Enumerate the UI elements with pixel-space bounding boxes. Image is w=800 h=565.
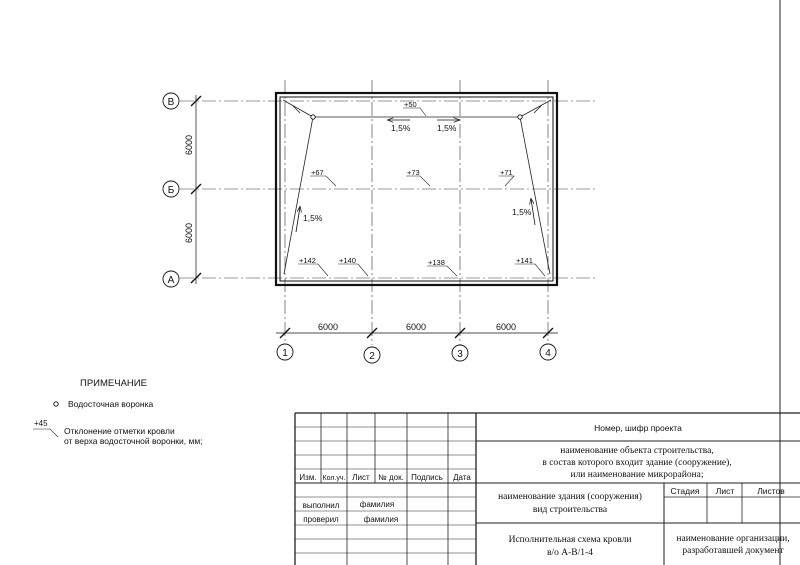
axis-label: 2 (369, 351, 375, 362)
dimension-tick (542, 327, 554, 339)
axis-label: 1 (282, 348, 288, 359)
axis-bubble-1 (276, 343, 294, 361)
horizontal-dimension (276, 327, 558, 339)
header-cell: Дата (453, 473, 471, 482)
dimension-tick (190, 272, 202, 284)
object-name-line2: в состав которого входит здание (сооруже… (542, 457, 731, 468)
column-span-label: 6000 (318, 322, 338, 332)
elevation-label: +73 (407, 168, 420, 177)
performed-label: выполнил (303, 501, 340, 510)
funnel-icon (517, 114, 523, 120)
elevation-label: +71 (500, 168, 513, 177)
funnel-mark-left (292, 105, 301, 114)
slope-label: 1,5% (303, 213, 323, 223)
deviation-note-line2: от верха водосточной воронки, мм; (64, 436, 203, 446)
deviation-note-line1: Отклонение отметки кровли (64, 426, 175, 436)
vertical-dimension (190, 95, 202, 284)
leader-mid-center (406, 175, 431, 187)
deviation-leader (33, 428, 59, 438)
axis-label: 4 (545, 348, 551, 359)
dimension-tick (454, 327, 466, 339)
header-cell: Кол.уч. (323, 475, 346, 482)
slope-label: 1,5% (437, 123, 457, 133)
organization-line1: наименование организации, (676, 534, 789, 544)
leader-mid-right (499, 175, 515, 187)
row-span-label: 6000 (184, 223, 194, 243)
roof-slope-lines (282, 99, 552, 275)
elevation-label: +142 (299, 256, 316, 265)
leader-bottom-3 (427, 265, 458, 277)
valley-line-left (283, 116, 314, 275)
project-code: Номер, шифр проекта (594, 423, 682, 433)
header-cell: Изм. (299, 473, 316, 482)
slope-arrows (295, 120, 536, 233)
roof-outline-inner (279, 96, 554, 282)
leader-top-center (403, 107, 427, 117)
sheets-label: Листов (757, 486, 785, 496)
stage-label: Стадия (671, 486, 700, 496)
deviation-example: +45 (34, 419, 48, 428)
header-cell: Подпись (411, 473, 443, 482)
object-name-line3: или наименование микрорайона; (570, 469, 703, 480)
building-name-line2: вид строительства (533, 505, 608, 515)
axis-bubble-3 (451, 344, 469, 362)
valley-line-right (519, 116, 551, 275)
notes-heading: ПРИМЕЧАНИЕ (80, 378, 147, 389)
axis-label: В (168, 97, 175, 108)
leader-mid-left (310, 175, 337, 187)
axis-bubble-v (162, 92, 180, 110)
header-cell: № док. (378, 473, 404, 482)
funnel-icon (310, 114, 316, 120)
funnel-legend-icon (53, 401, 59, 407)
elevation-leaders (298, 107, 546, 277)
title-block (294, 412, 800, 565)
axis-label: 3 (457, 349, 463, 360)
funnel-mark-right (533, 105, 542, 114)
leader-bottom-2 (338, 263, 369, 277)
axis-grid (180, 80, 595, 345)
sheet-label: Лист (716, 486, 735, 496)
roof-outline-outer (274, 91, 559, 287)
dimension-tick (279, 327, 291, 339)
elevation-label: +50 (404, 100, 417, 109)
elevation-label: +141 (516, 256, 533, 265)
drawing-title-line2: в/о А-В/1-4 (547, 548, 593, 558)
axis-bubble-2 (363, 346, 381, 364)
leader-bottom-4 (515, 263, 546, 277)
organization-line2: разработавшей документ (682, 545, 784, 556)
leader-bottom-1 (298, 263, 329, 277)
dimension-tick (190, 183, 202, 195)
row-span-label: 6000 (184, 135, 194, 155)
elevation-label: +140 (339, 256, 356, 265)
slope-label: 1,5% (391, 123, 411, 133)
axis-bubble-a (162, 270, 180, 288)
funnel-legend-text: Водосточная воронка (68, 399, 154, 409)
elevation-label: +138 (428, 258, 445, 267)
axis-bubble-4 (539, 343, 557, 361)
column-span-label: 6000 (406, 322, 426, 332)
axis-bubble-b (162, 180, 180, 198)
object-name-line1: наименование объекта строительства, (560, 445, 713, 456)
dimension-tick (366, 327, 378, 339)
elevation-label: +67 (311, 168, 324, 177)
axis-label: Б (168, 185, 175, 196)
slope-label: 1,5% (512, 207, 532, 217)
building-name-line1: наименование здания (сооружения) (498, 491, 642, 502)
arrow-up-right-icon (531, 199, 536, 226)
checked-label: проверил (303, 515, 339, 524)
checked-name: фамилия (364, 515, 398, 524)
drawing-title-line1: Исполнительная схема кровли (509, 535, 632, 545)
arrow-up-left-icon (295, 207, 300, 233)
column-span-label: 6000 (496, 322, 516, 332)
axis-label: А (168, 275, 175, 286)
dimension-tick (190, 95, 202, 107)
diagonal-top-right (519, 99, 552, 118)
header-cell: Лист (352, 473, 370, 482)
performed-name: фамилия (360, 500, 394, 509)
diagonal-top-left (282, 99, 314, 118)
